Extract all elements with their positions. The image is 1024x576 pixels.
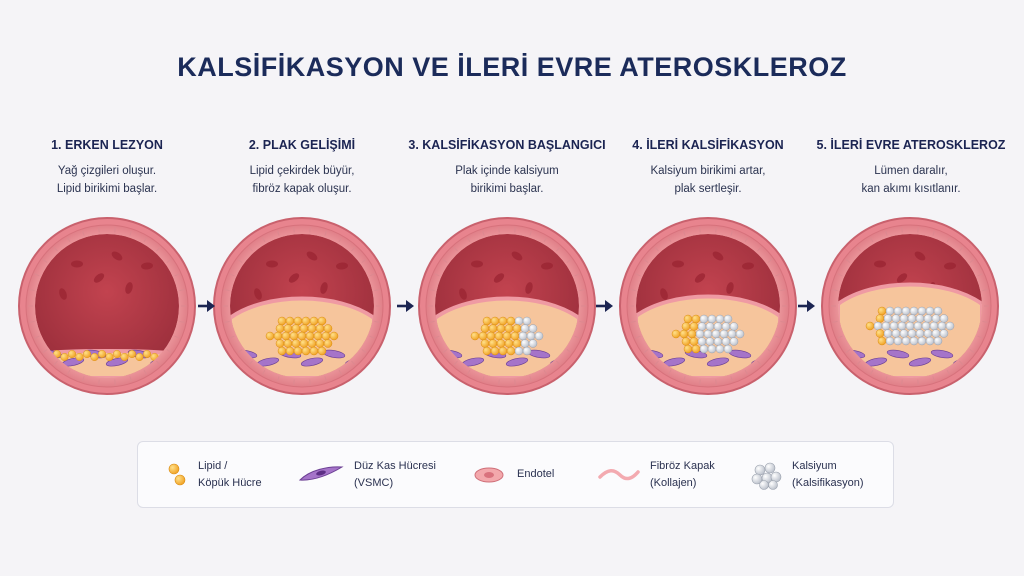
stage-1-desc-line-1: Yağ çizgileri oluşur. xyxy=(57,165,157,177)
stage-2-description: Lipid çekirdek büyür, fibröz kapak oluşu… xyxy=(202,162,402,198)
arrow-right-icon-2 xyxy=(397,300,414,312)
legend-label-endothelium: Endotel xyxy=(517,468,555,480)
stage-4-description: Kalsiyum birikimi artar, plak sertleşir. xyxy=(608,162,808,198)
legend-item-fibrous-cap: Fibröz Kapak (Kollajen) xyxy=(598,442,715,507)
legend-label-calcium: Kalsiyum (Kalsifikasyon) xyxy=(792,459,864,489)
artery-cross-sections xyxy=(18,217,999,395)
page-title: KALSİFİKASYON VE İLERİ EVRE ATEROSKLEROZ xyxy=(177,52,847,82)
legend-item-calcium: Kalsiyum (Kalsifikasyon) xyxy=(750,442,864,507)
arrow-right-icon-4 xyxy=(798,300,815,312)
stage-3-desc-line-1: Plak içinde kalsiyum xyxy=(455,165,559,177)
calcium-cluster-icon xyxy=(751,462,782,490)
stage-5-description: Lümen daralır, kan akımı kısıtlanır. xyxy=(811,162,1011,198)
lipid-droplets-icon xyxy=(168,463,186,485)
stage-1-description: Yağ çizgileri oluşur. Lipid birikimi baş… xyxy=(7,162,207,198)
artery-stage-3 xyxy=(418,217,596,395)
stage-3-desc-line-2: birikimi başlar. xyxy=(470,183,544,195)
stage-4-desc-line-2: plak sertleşir. xyxy=(674,183,742,195)
stage-3-title: 3. KALSİFİKASYON BAŞLANGICI xyxy=(408,138,606,152)
legend-item-endothelium: Endotel xyxy=(473,442,554,507)
stage-3-description: Plak içinde kalsiyum birikimi başlar. xyxy=(407,162,607,198)
legend-label-lipid: Lipid / Köpük Hücre xyxy=(198,459,262,489)
stage-5-desc-line-2: kan akımı kısıtlanır. xyxy=(861,183,961,195)
stage-4-desc-line-1: Kalsiyum birikimi artar, xyxy=(650,165,766,177)
stage-1-title: 1. ERKEN LEZYON xyxy=(51,138,163,152)
legend-box: Lipid / Köpük Hücre Düz Kas Hücresi (VSM… xyxy=(137,441,894,508)
fibrous-cap-icon xyxy=(598,468,640,480)
stage-3-header: 3. KALSİFİKASYON BAŞLANGICI Plak içinde … xyxy=(407,138,607,198)
stage-5-header: 5. İLERİ EVRE ATEROSKLEROZ Lümen daralır… xyxy=(811,138,1011,198)
artery-stage-4 xyxy=(619,217,797,395)
stage-5-desc-line-1: Lümen daralır, xyxy=(874,165,948,177)
stage-arrows xyxy=(198,300,815,312)
stage-5-title: 5. İLERİ EVRE ATEROSKLEROZ xyxy=(816,138,1006,152)
legend-item-lipid: Lipid / Köpük Hücre xyxy=(166,442,262,507)
stage-1-header: 1. ERKEN LEZYON Yağ çizgileri oluşur. Li… xyxy=(7,138,207,198)
artery-stage-1 xyxy=(18,217,196,395)
endothelial-cell-icon xyxy=(474,467,504,482)
stage-4-title: 4. İLERİ KALSİFİKASYON xyxy=(632,138,784,152)
legend-label-fibrous-cap: Fibröz Kapak (Kollajen) xyxy=(650,459,715,489)
stage-2-title: 2. PLAK GELİŞİMİ xyxy=(248,138,356,152)
stage-2-desc-line-1: Lipid çekirdek büyür, xyxy=(249,165,355,177)
arrow-right-icon-3 xyxy=(596,300,613,312)
arrow-right-icon-1 xyxy=(198,300,215,312)
stage-2-header: 2. PLAK GELİŞİMİ Lipid çekirdek büyür, f… xyxy=(202,138,402,198)
smooth-muscle-cell-icon xyxy=(298,465,344,481)
legend-item-vsmc: Düz Kas Hücresi (VSMC) xyxy=(298,442,436,507)
stage-4-header: 4. İLERİ KALSİFİKASYON Kalsiyum birikimi… xyxy=(608,138,808,198)
artery-stage-2 xyxy=(213,217,391,395)
artery-stage-5 xyxy=(821,217,999,395)
stage-2-desc-line-2: fibröz kapak oluşur. xyxy=(252,183,352,195)
legend-label-vsmc: Düz Kas Hücresi (VSMC) xyxy=(354,459,436,489)
stage-1-desc-line-2: Lipid birikimi başlar. xyxy=(56,183,158,195)
